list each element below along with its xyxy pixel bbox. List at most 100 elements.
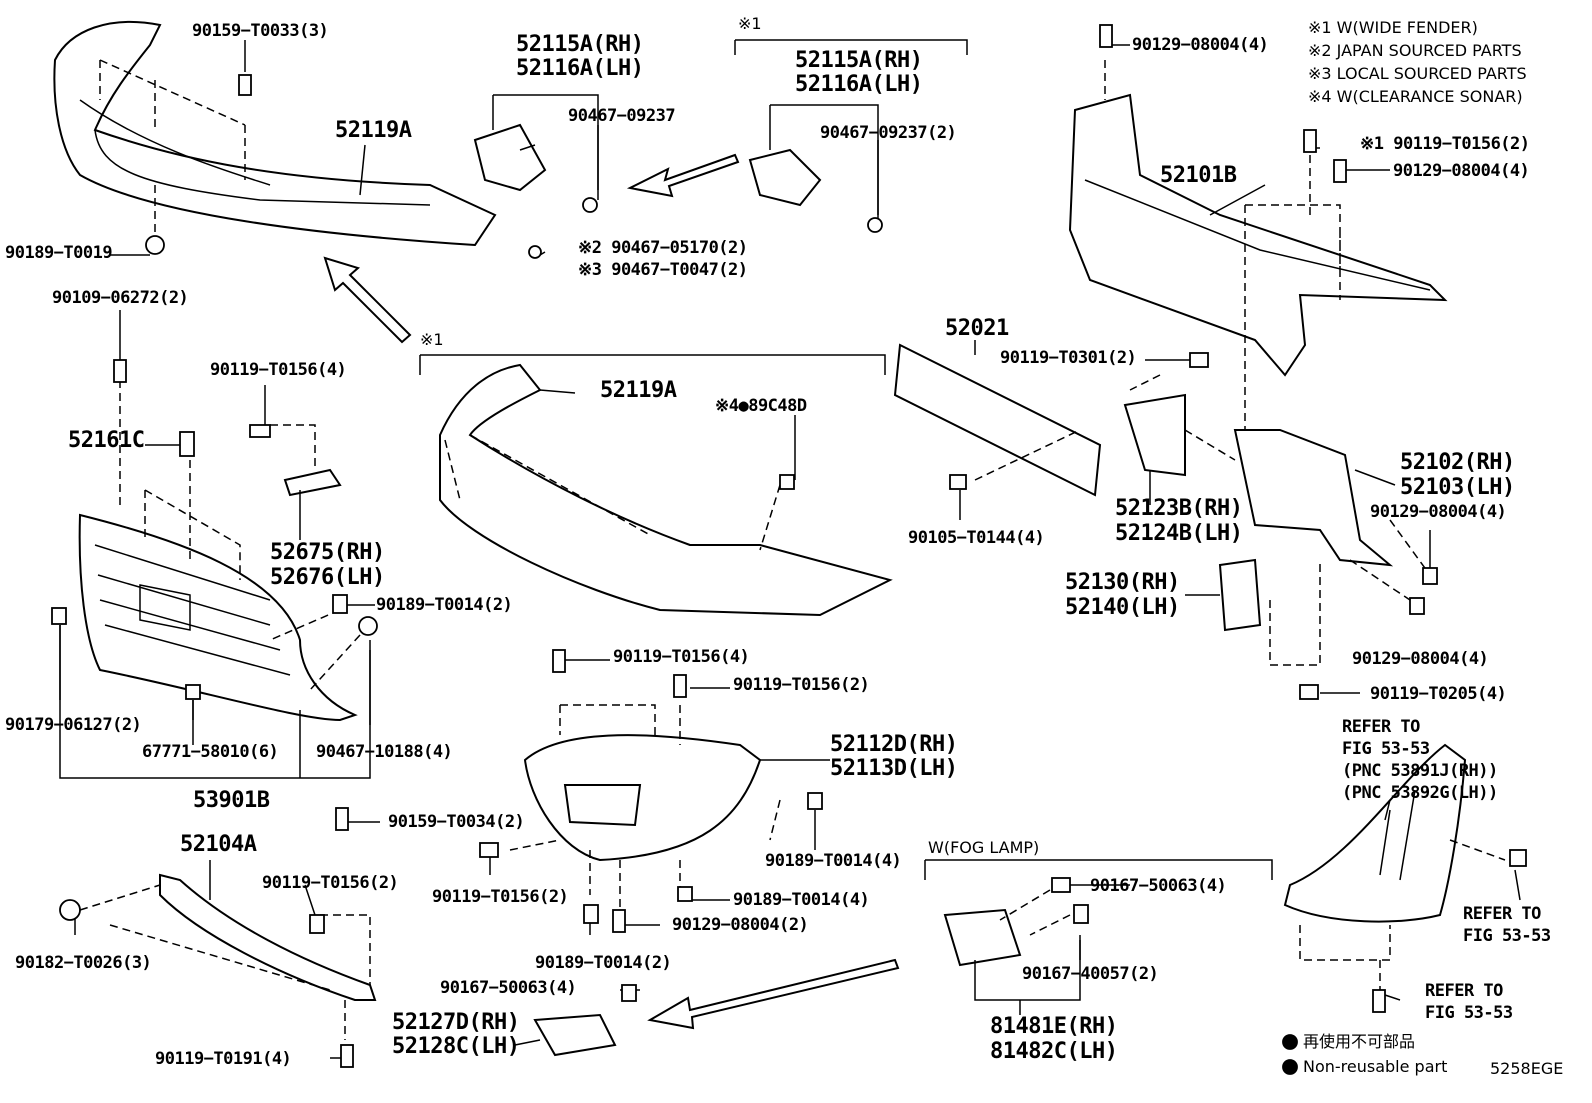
part-label: 90119−T0301(2) <box>1000 348 1137 368</box>
part-label: 90167−50063(4) <box>440 978 577 998</box>
part-label: 52675(RH) <box>270 540 385 565</box>
group-mark-wide-fender-mid: ※1 <box>420 330 444 349</box>
part-label: 90167−40057(2) <box>1022 964 1159 984</box>
part-label: 90182−T0026(3) <box>15 953 152 973</box>
part-label: 52124B(LH) <box>1115 521 1243 546</box>
part-label: 90119−T0205(4) <box>1370 684 1507 704</box>
bumper-corner-52112d <box>523 734 762 862</box>
part-label: 52140(LH) <box>1065 595 1180 620</box>
part-label: 52113D(LH) <box>830 756 958 781</box>
arrow-bottom-left <box>647 958 900 1030</box>
part-label: 90467−09237(2) <box>820 123 957 143</box>
bracket-52102 <box>1233 429 1394 567</box>
group-mark-wide-fender-top: ※1 <box>738 14 762 33</box>
fender-liner <box>1283 743 1467 923</box>
nonreusable-en: Non-reusable part <box>1303 1057 1448 1076</box>
part-label: 90189−T0019 <box>5 243 113 263</box>
fog-cover-81481e <box>943 908 1022 967</box>
fog-cover-52127d <box>533 1013 617 1057</box>
radiator-support-52101b <box>1068 93 1448 377</box>
part-label: 52119A <box>335 118 412 143</box>
part-label: 52101B <box>1160 163 1237 188</box>
part-label: 81481E(RH) <box>990 1014 1118 1039</box>
part-label: ※3 90467−T0047(2) <box>578 260 748 280</box>
refer-label: FIG 53-53 <box>1463 926 1551 946</box>
bracket-52115a-2 <box>748 148 822 207</box>
bracket-52115a-1 <box>473 123 547 192</box>
part-label: 52102(RH) <box>1400 450 1515 475</box>
part-label: 90189−T0014(2) <box>376 595 513 615</box>
part-label: 90467−10188(4) <box>316 742 453 762</box>
part-label: 52127D(RH) <box>392 1010 520 1035</box>
refer-label: REFER TO <box>1463 904 1541 924</box>
part-label: 90105−T0144(4) <box>908 528 1045 548</box>
bracket-52123b <box>1123 393 1186 477</box>
bracket-52675 <box>283 468 342 497</box>
group-mark-fog-lamp: W(FOG LAMP) <box>928 838 1040 857</box>
part-label: 90129−08004(4) <box>1132 35 1269 55</box>
part-label: 90189−T0014(4) <box>765 851 902 871</box>
part-label: 90129−08004(4) <box>1393 161 1530 181</box>
part-label: 52115A(RH) <box>516 32 644 57</box>
part-label: 52123B(RH) <box>1115 496 1243 521</box>
figure-code: 5258EGE <box>1490 1059 1564 1078</box>
part-label: 90159−T0034(2) <box>388 812 525 832</box>
part-label: 90119−T0156(4) <box>613 647 750 667</box>
legend-note-2: ※2 JAPAN SOURCED PARTS <box>1308 41 1522 60</box>
bracket-52130 <box>1218 558 1262 632</box>
part-label: 90119−T0156(2) <box>262 873 399 893</box>
part-label: 90189−T0014(4) <box>733 890 870 910</box>
grille-53901b <box>78 513 358 722</box>
part-label: 90129−08004(4) <box>1352 649 1489 669</box>
legend-note-4: ※4 W(CLEARANCE SONAR) <box>1308 87 1523 106</box>
part-label: 90179−06127(2) <box>5 715 142 735</box>
part-label: ※2 90467−05170(2) <box>578 238 748 258</box>
legend-note-3: ※3 LOCAL SOURCED PARTS <box>1308 64 1527 83</box>
part-label: 52112D(RH) <box>830 732 958 757</box>
part-label: 90467−09237 <box>568 106 676 126</box>
part-label: 52115A(RH) <box>795 48 923 73</box>
part-label: 52128C(LH) <box>392 1034 520 1059</box>
part-label: 90167−50063(4) <box>1090 876 1227 896</box>
part-label: 90119−T0191(4) <box>155 1049 292 1069</box>
part-label: 52116A(LH) <box>516 56 644 81</box>
refer-label: REFER TO <box>1342 717 1420 737</box>
part-label: 90119−T0156(2) <box>432 887 569 907</box>
refer-label: FIG 53-53 <box>1342 739 1430 759</box>
part-label: 53901B <box>193 788 270 813</box>
refer-label: (PNC 53892G(LH)) <box>1342 783 1498 803</box>
part-label: 90129−08004(4) <box>1370 502 1507 522</box>
part-label: 52104A <box>180 832 257 857</box>
bumper-cover-upper <box>53 21 497 247</box>
part-label: ※4●89C48D <box>715 396 807 416</box>
refer-label: FIG 53-53 <box>1425 1003 1513 1023</box>
arrow-up-left <box>323 256 412 344</box>
part-label: 52119A <box>600 378 677 403</box>
retainer-52104a <box>159 873 377 1001</box>
part-label: 90189−T0014(2) <box>535 953 672 973</box>
fastener-icons <box>51 24 1527 1075</box>
nonreusable-jp: 再使用不可部品 <box>1303 1032 1416 1051</box>
part-label: ※1 90119−T0156(2) <box>1360 134 1530 154</box>
part-label: 52130(RH) <box>1065 570 1180 595</box>
part-label: 81482C(LH) <box>990 1039 1118 1064</box>
arrow-left-top <box>626 153 740 198</box>
part-label: 67771−58010(6) <box>142 742 279 762</box>
part-label: 52103(LH) <box>1400 475 1515 500</box>
part-label: 90119−T0156(4) <box>210 360 347 380</box>
part-label: 52021 <box>945 316 1009 341</box>
legend-note-1: ※1 W(WIDE FENDER) <box>1308 18 1478 37</box>
refer-label: (PNC 53891J(RH)) <box>1342 761 1498 781</box>
part-label: 90159−T0033(3) <box>192 21 329 41</box>
part-label: 52116A(LH) <box>795 72 923 97</box>
part-label: 90129−08004(2) <box>672 915 809 935</box>
bumper-cover-lower <box>439 363 893 617</box>
part-label: 52161C <box>68 428 145 453</box>
part-label: 90119−T0156(2) <box>733 675 870 695</box>
wide-fender-bracket-mid <box>419 354 886 375</box>
plate-52021 <box>893 343 1102 497</box>
part-label: 90109−06272(2) <box>52 288 189 308</box>
refer-label: REFER TO <box>1425 981 1503 1001</box>
